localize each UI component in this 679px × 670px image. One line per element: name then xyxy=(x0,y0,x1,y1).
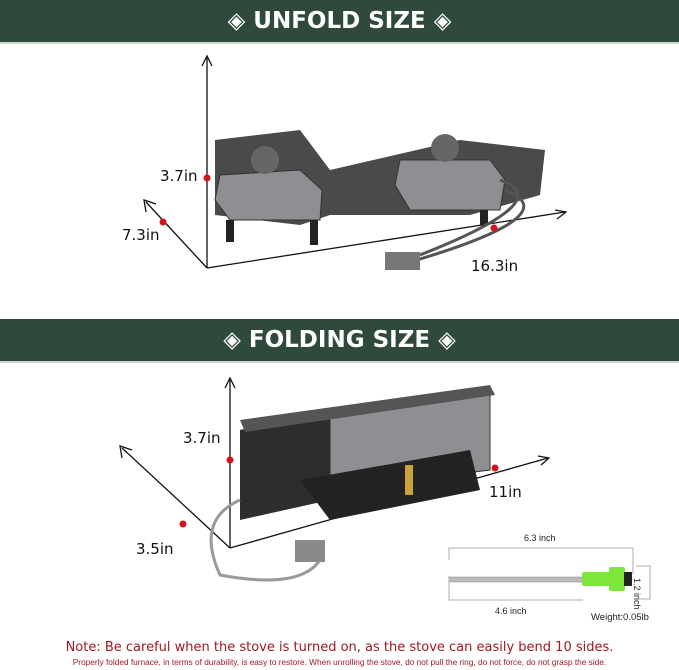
folded-stove-image xyxy=(209,385,495,582)
folding-size-banner: ◈ FOLDING SIZE ◈ xyxy=(0,319,679,361)
tool-height-label: 1.2 inch xyxy=(632,578,642,610)
tool-shaft-label: 4.6 inch xyxy=(495,606,527,616)
unfold-size-banner: ◈ UNFOLD SIZE ◈ xyxy=(0,0,679,42)
folding-depth-label: 3.5in xyxy=(136,540,174,558)
folding-title: FOLDING SIZE xyxy=(248,327,431,353)
folding-height-label: 3.7in xyxy=(183,429,221,447)
note-detail: Properly folded furnace, in terms of dur… xyxy=(72,657,607,667)
diamond-icon: ◈ xyxy=(433,8,452,34)
folding-width-label: 11in xyxy=(489,483,522,501)
note-main: Note: Be careful when the stove is turne… xyxy=(65,640,614,655)
diamond-icon: ◈ xyxy=(227,8,246,34)
needle-tool-image xyxy=(449,567,632,591)
unfolded-stove-image xyxy=(214,130,545,270)
tool-weight-label: Weight:0.05lb xyxy=(591,612,649,623)
unfold-width-label: 16.3in xyxy=(471,257,519,275)
unfold-title: UNFOLD SIZE xyxy=(253,8,426,34)
diamond-icon: ◈ xyxy=(223,327,241,353)
diamond-icon: ◈ xyxy=(438,327,456,353)
tool-length-label: 6.3 inch xyxy=(524,533,556,543)
unfold-height-label: 3.7in xyxy=(160,167,198,185)
unfold-depth-label: 7.3in xyxy=(122,226,160,244)
